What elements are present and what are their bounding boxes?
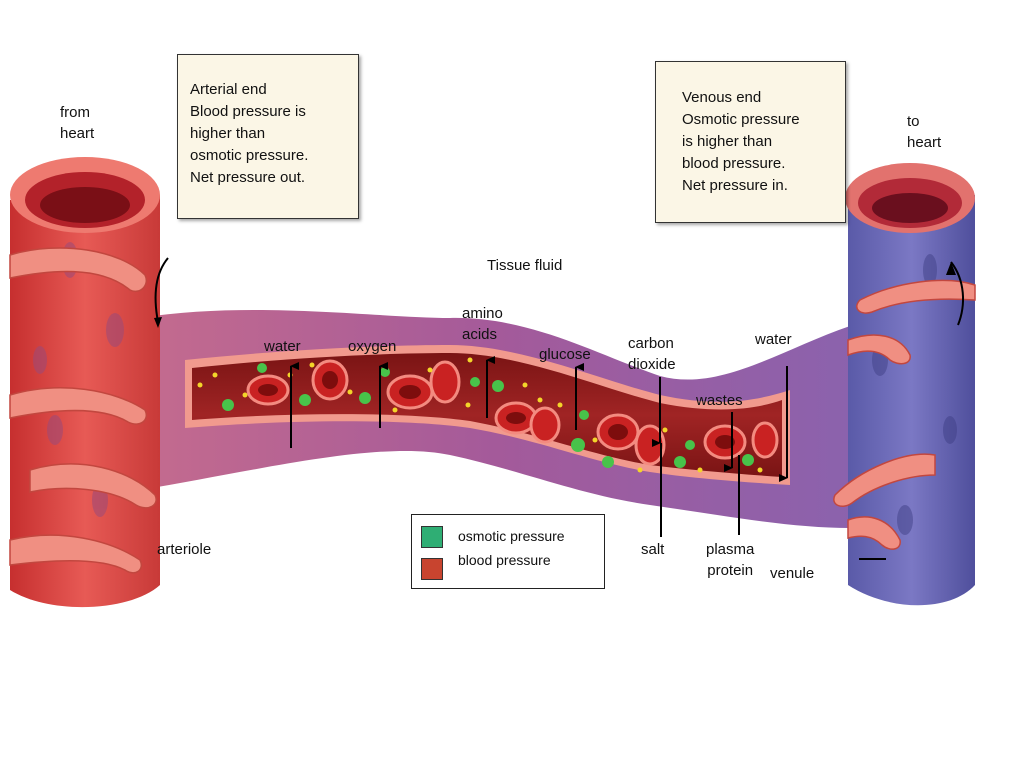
to-heart-label: to heart [907, 111, 941, 153]
arterial-line: Net pressure out. [190, 169, 306, 186]
arteriole-label: arteriole [157, 541, 212, 558]
blood-pressure-swatch [421, 558, 443, 580]
carbon-dioxide-line: carbon [628, 335, 674, 352]
from-heart-line: from [60, 104, 90, 121]
water-out-label: water [755, 331, 792, 348]
protein-particles [222, 363, 754, 468]
arterial-end-box: Arterial end Blood pressure is higher th… [177, 54, 359, 219]
osmotic-pressure-swatch [421, 526, 443, 548]
amino-acids-label: amino acids [462, 303, 503, 345]
venous-end-box: Venous end Osmotic pressure is higher th… [655, 61, 846, 223]
arterial-line: Blood pressure is [190, 103, 306, 120]
plasma-protein-line: protein [707, 562, 754, 579]
venule-vessel [833, 163, 976, 606]
venule-label: venule [770, 565, 815, 582]
venous-line: Venous end [682, 89, 762, 106]
small-particles [197, 357, 763, 473]
arterial-line: Arterial end [190, 81, 267, 98]
arterial-line: higher than [190, 125, 266, 142]
tissue-fluid-label: Tissue fluid [487, 257, 563, 274]
legend: osmotic pressure blood pressure [411, 514, 605, 589]
salt-label: salt [641, 541, 665, 558]
to-heart-line: heart [907, 134, 942, 151]
arteriole-vessel [9, 157, 160, 608]
venous-line: blood pressure. [682, 155, 786, 172]
legend-label-osmotic: osmotic pressure [458, 528, 565, 544]
carbon-dioxide-label: carbon dioxide [628, 333, 676, 375]
from-heart-label: from heart [60, 102, 94, 144]
amino-acids-line: acids [462, 326, 498, 343]
to-heart-line: to [907, 113, 920, 130]
venous-line: Osmotic pressure [682, 111, 800, 128]
plasma-protein-line: plasma [706, 541, 755, 558]
exchange-arrows [154, 257, 964, 560]
red-blood-cells [246, 359, 779, 466]
arterial-line: osmotic pressure. [190, 147, 309, 164]
venous-line: Net pressure in. [682, 177, 788, 194]
carbon-dioxide-line: dioxide [628, 356, 676, 373]
amino-acids-line: amino [462, 305, 503, 322]
venous-line: is higher than [682, 133, 773, 150]
wastes-label: wastes [696, 392, 743, 409]
plasma-protein-label: plasma protein [706, 539, 754, 581]
glucose-label: glucose [539, 346, 591, 363]
legend-label-blood: blood pressure [458, 552, 551, 568]
from-heart-line: heart [60, 125, 95, 142]
water-in-label: water [264, 338, 301, 355]
oxygen-label: oxygen [348, 338, 397, 355]
